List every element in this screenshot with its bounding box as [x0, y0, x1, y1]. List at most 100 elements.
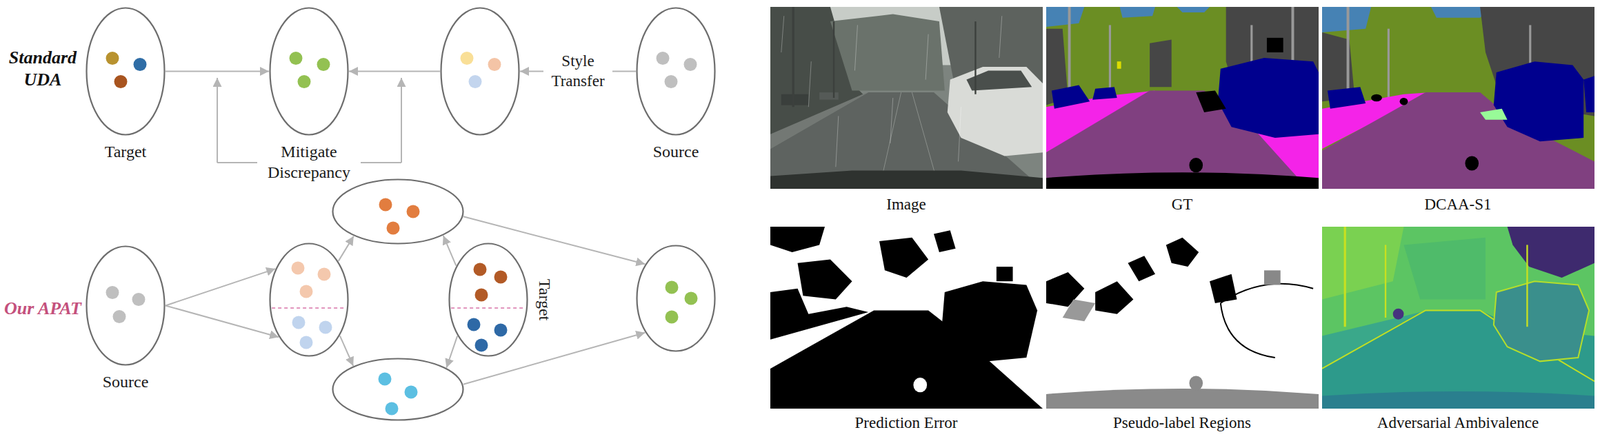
ground-truth-map-part — [1117, 61, 1122, 69]
flow-arrow — [348, 71, 440, 73]
pseudo-label-map-part — [1188, 375, 1203, 391]
ground-truth-map-part — [1177, 6, 1210, 13]
error-map-part — [933, 230, 956, 253]
feature-dot — [132, 293, 146, 307]
ellipse-shape — [270, 8, 349, 136]
ellipse-shape — [333, 359, 464, 421]
ground-truth-map-part — [1051, 85, 1090, 109]
ellipse-outline — [448, 242, 529, 358]
node-label: Target — [77, 141, 174, 163]
feature-dot — [292, 316, 306, 330]
street-photo-part — [770, 171, 1043, 189]
street-photo-part — [792, 6, 795, 107]
ambivalence-heatmap — [1322, 226, 1595, 409]
flow-arrow — [340, 335, 354, 367]
pseudo-label-map-part — [1046, 226, 1319, 409]
ground-truth-map-part — [1188, 157, 1203, 173]
panel-caption: Image — [771, 195, 1041, 216]
error-map-part — [879, 237, 929, 278]
pseudo-label-map-part — [1046, 388, 1319, 409]
discrepancy-bracket-part — [400, 77, 403, 163]
feature-dot — [114, 75, 128, 89]
ground-truth-map-part — [1108, 24, 1112, 98]
street-photo-part — [830, 14, 945, 92]
ellipse-shape — [270, 244, 349, 357]
ground-truth-map-part — [1046, 6, 1085, 27]
feature-dot — [319, 321, 333, 335]
ellipse-outline — [440, 6, 520, 136]
street-photo-part-part — [781, 15, 785, 53]
ground-truth-map-part — [1149, 40, 1172, 88]
street-photo-part — [819, 92, 839, 100]
row-title: Our APAT — [1, 297, 85, 321]
ellipse-shape — [86, 246, 165, 366]
ellipse-outline — [331, 357, 465, 422]
feature-dot — [386, 222, 400, 236]
street-photo-part-part — [808, 61, 812, 107]
ellipse-shape — [86, 8, 165, 136]
ground-truth-map — [1046, 6, 1319, 189]
panel-caption: Pseudo-label Regions — [1047, 413, 1317, 434]
pseudo-label-map — [1046, 226, 1319, 409]
row-title: Standard UDA — [1, 46, 85, 92]
ellipse-node: Target — [448, 242, 529, 358]
feature-dot — [473, 263, 487, 277]
feature-dot — [468, 75, 483, 89]
pseudo-label-map-part — [1209, 274, 1238, 304]
node-label: Source — [627, 141, 725, 163]
feature-dot — [291, 262, 305, 276]
feature-dot — [475, 288, 489, 303]
ground-truth-map-part — [1217, 57, 1319, 138]
street-photo-part — [781, 94, 809, 106]
feature-dot — [665, 311, 679, 325]
street-photo-part — [770, 6, 1043, 189]
pseudo-label-map-part — [1062, 300, 1096, 323]
ambivalence-heatmap-part — [1322, 226, 1405, 300]
ellipse-node — [331, 178, 465, 245]
node-label: Mitigate Discrepancy — [257, 141, 361, 183]
feature-dot — [494, 271, 508, 285]
feature-dot — [300, 285, 314, 299]
prediction-map-part — [1371, 94, 1383, 103]
feature-dot — [106, 286, 120, 300]
feature-dot — [665, 281, 679, 295]
street-photo-part-part — [999, 15, 1003, 58]
ellipse-node: Source — [85, 245, 166, 367]
street-photo-part-part — [958, 106, 962, 162]
feature-dot — [379, 198, 393, 212]
street-photo-part — [974, 21, 976, 95]
feature-dot — [297, 75, 312, 89]
ellipse-outline — [268, 6, 349, 136]
prediction-map-part — [1583, 75, 1595, 113]
feature-dot — [406, 205, 420, 219]
ellipse-shape — [441, 8, 520, 136]
feature-dot — [133, 57, 147, 72]
ellipse-node — [331, 357, 465, 422]
prediction-map-part — [1322, 6, 1595, 189]
ellipse-node — [268, 242, 349, 358]
pseudo-label-map-part — [1220, 303, 1276, 358]
feature-dot — [488, 57, 502, 72]
ellipse-shape — [333, 180, 464, 245]
error-map — [770, 226, 1043, 409]
flow-arrow — [165, 268, 276, 306]
ambivalence-heatmap-part — [1526, 244, 1528, 327]
feature-dot — [317, 268, 332, 282]
ellipse-outline — [85, 6, 166, 136]
feature-dot — [300, 336, 314, 350]
ellipse-node — [440, 6, 520, 136]
error-map-part — [770, 226, 1043, 409]
prediction-map-part — [1327, 86, 1366, 109]
ground-truth-map-part — [1120, 6, 1156, 18]
prediction-map-part — [1400, 97, 1409, 106]
street-photo — [770, 6, 1043, 189]
ambivalence-heatmap-part — [1493, 281, 1589, 362]
ellipse-outline — [268, 242, 349, 358]
ellipse-shape — [637, 8, 716, 136]
ellipse-shape — [449, 244, 528, 357]
feature-dot — [385, 402, 399, 416]
prediction-map — [1322, 6, 1595, 189]
